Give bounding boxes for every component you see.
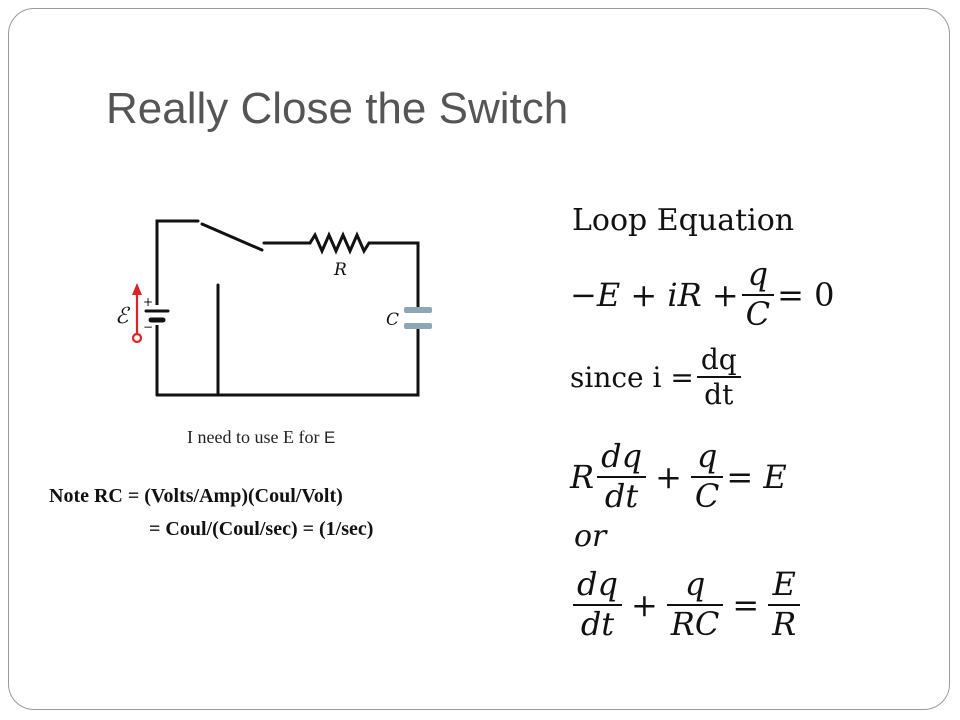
loop-rhs: = 0 [777,275,835,314]
emf-note: I need to use E for E [187,427,335,448]
r-form-rhs: = E [726,457,787,496]
or-label: or [574,519,607,554]
fraction-denominator: dt [704,378,734,412]
capacitor-label: C [386,310,399,330]
switch-blade [200,222,264,252]
emf-note-symbol: E [323,428,336,447]
fraction-denominator: dt [604,476,639,515]
q-over-c-fraction: q C [690,437,724,515]
fraction-denominator: R [772,604,797,643]
slide-title: Really Close the Switch [106,84,569,133]
fraction-numerator: q [684,565,706,603]
e-over-r-fraction: E R [768,565,801,643]
resistor-label: R [333,260,347,280]
fraction-numerator: dq [577,565,618,603]
loop-equation: −E + iR + q C = 0 [570,255,835,333]
dq-over-dt-fraction: dq dt [573,565,622,643]
differential-equation-r-form: R dq dt + q C = E [570,437,787,515]
fraction-numerator: dq [700,343,737,376]
resistance-coefficient: R [570,457,595,496]
rc-circuit-diagram: ℰ + − R C [115,219,432,397]
equals-sign: = [732,585,760,624]
fraction-numerator: E [772,565,796,603]
since-lhs: since i = [570,360,694,394]
right-wire-bottom [155,327,420,397]
fraction-denominator: RC [670,604,720,643]
rc-units-line-1: Note RC = (Volts/Amp)(Coul/Volt) [49,485,343,507]
current-definition-equation: since i = dq dt [570,345,744,410]
q-over-rc-fraction: q RC [666,565,724,643]
left-wire [155,219,200,397]
capacitor-plate-top [404,307,432,313]
emf-symbol: ℰ [115,304,131,329]
emf-arrow [131,283,143,344]
plus-sign: + [630,585,658,624]
top-wire-right [367,241,420,309]
resistor [308,231,371,255]
emf-note-text: I need to use E for [187,427,320,447]
fraction-numerator: dq [601,437,643,475]
q-over-c-fraction: q C [741,255,775,333]
fraction-denominator: C [694,476,720,515]
fraction-denominator: C [745,294,771,333]
loop-lhs: −E + iR + [570,275,739,314]
rc-units-line-2: = Coul/(Coul/sec) = (1/sec) [149,518,374,540]
plus-sign: + [655,457,682,496]
capacitor-plate-bottom [404,323,432,329]
battery-minus: − [143,320,153,334]
fraction-numerator: q [696,437,718,475]
loop-equation-heading: Loop Equation [572,203,795,238]
dq-over-dt-fraction: dq dt [597,437,647,515]
battery-plus: + [143,295,153,309]
fraction-numerator: q [747,255,769,293]
fraction-denominator: dt [580,604,615,643]
slide-frame [8,8,950,710]
dq-over-dt-fraction: dq dt [696,343,741,412]
differential-equation-final: dq dt + q RC = E R [570,565,803,643]
